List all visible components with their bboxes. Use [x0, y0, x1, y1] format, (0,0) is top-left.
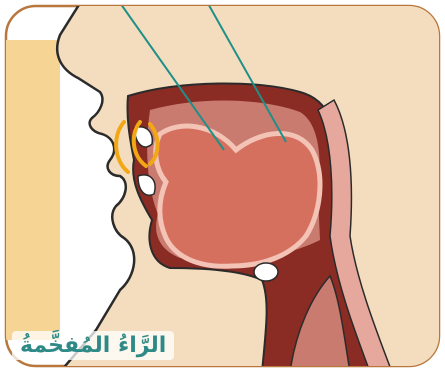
side-panel [0, 40, 60, 340]
tongue [156, 126, 320, 266]
diagram-caption: الرَّاءُ المُفخَّمةُ [12, 331, 174, 360]
hyoid [254, 263, 278, 281]
